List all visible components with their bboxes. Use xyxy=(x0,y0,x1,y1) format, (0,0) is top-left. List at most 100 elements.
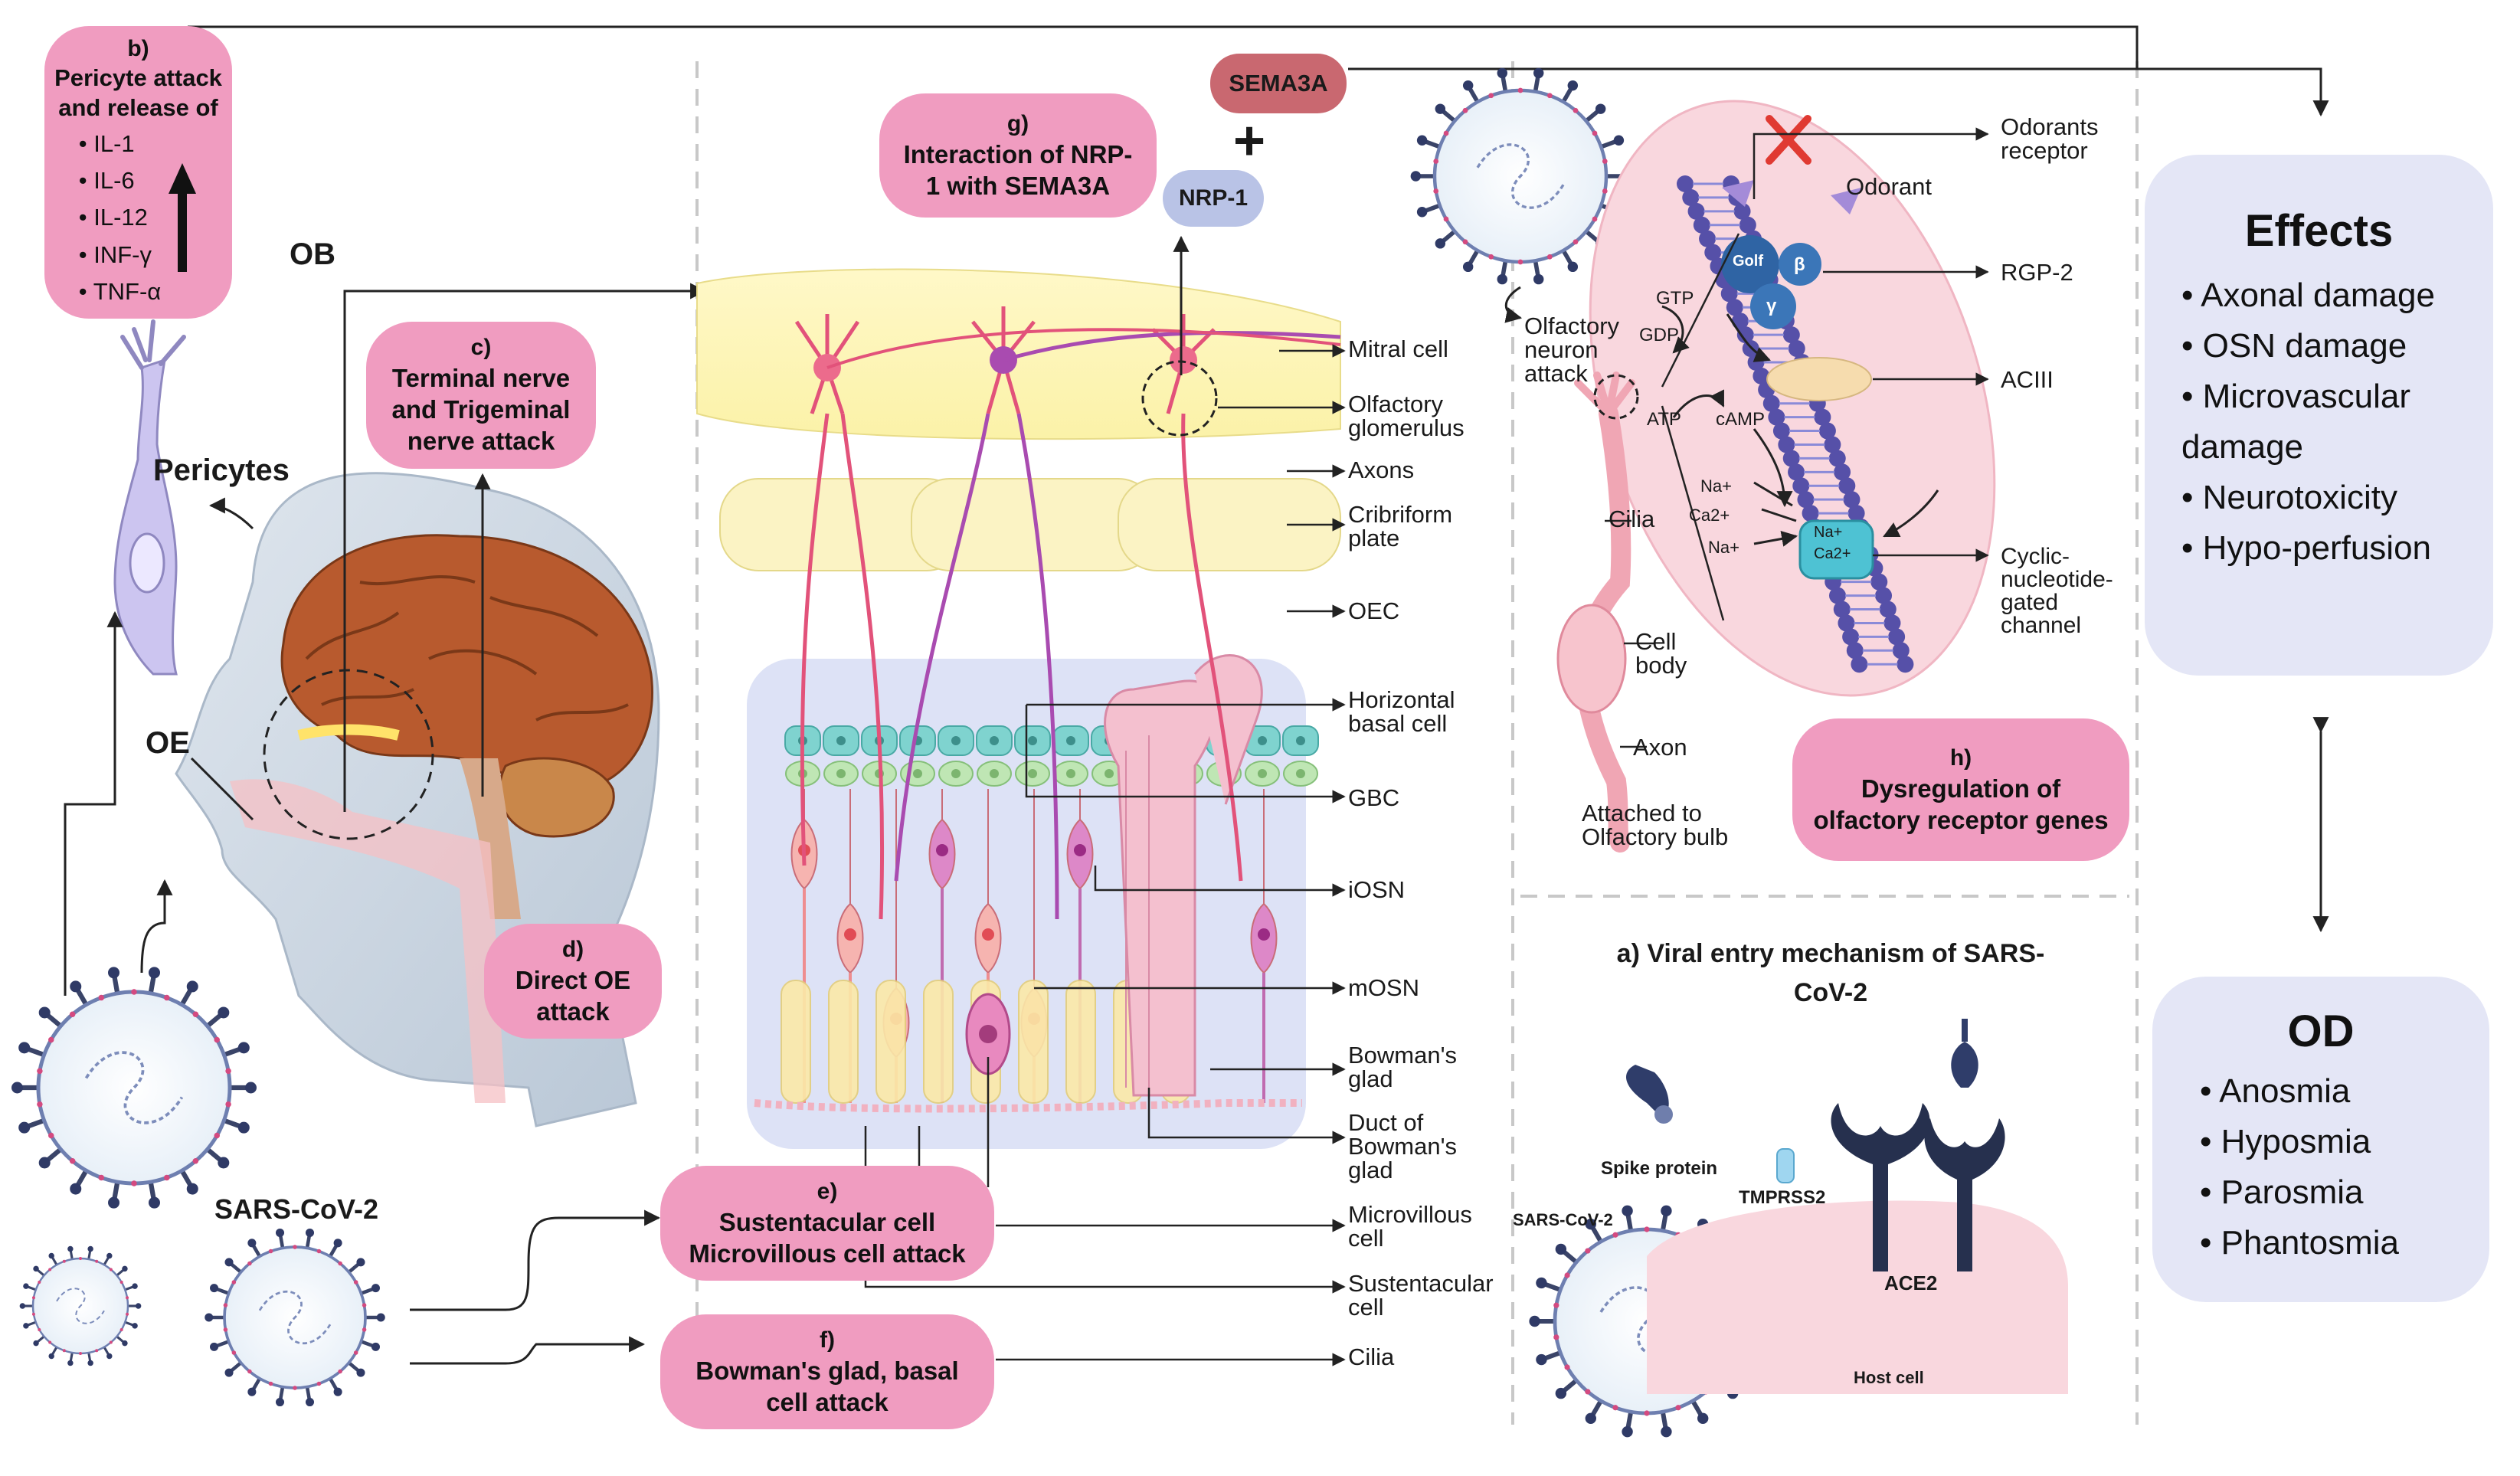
cytokine-infg: INF-γ xyxy=(79,237,161,273)
sars-cov-2-label: SARS-CoV-2 xyxy=(214,1193,379,1225)
up-arrow-icon xyxy=(169,163,197,273)
label-bowmans-gland: Bowman's glad xyxy=(1348,1042,1458,1092)
label-odorants-receptor: Odorants receptor xyxy=(2001,113,2099,164)
cytokine-il1: IL-1 xyxy=(79,126,161,162)
panel-e-sustentacular: e) Sustentacular cell Microvillous cell … xyxy=(660,1166,994,1281)
label-rgp2: RGP-2 xyxy=(2001,259,2073,286)
panel-h-code: h) xyxy=(1949,745,1972,771)
label-cilia-neuron: Cilia xyxy=(1609,506,1655,532)
pericytes-label: Pericytes xyxy=(153,453,290,487)
label-gamma: γ xyxy=(1766,296,1777,316)
effects-title: Effects xyxy=(2244,206,2394,256)
cytokine-il12: IL-12 xyxy=(79,199,161,236)
cytokine-il6: IL-6 xyxy=(79,162,161,199)
od-hyposmia: Hyposmia xyxy=(2200,1117,2489,1167)
label-microvillous-cell: Microvillous cell xyxy=(1348,1201,1472,1252)
arrow-virus-f xyxy=(410,1336,646,1365)
effect-neurotoxicity: Neurotoxicity xyxy=(2181,473,2493,523)
od-title: OD xyxy=(2287,1006,2355,1056)
virus-icon xyxy=(19,1245,142,1366)
label-sustentacular-cell: Sustentacular cell xyxy=(1348,1270,1494,1321)
cytokine-tnfa: TNF-α xyxy=(79,273,162,310)
label-na-2: Na+ xyxy=(1708,538,1739,557)
virus-group xyxy=(11,67,1765,1438)
label-na-channel: Na+ xyxy=(1814,524,1843,541)
virus-icon xyxy=(11,967,257,1209)
panel-c-code: c) xyxy=(470,335,492,361)
oe-label: OE xyxy=(146,726,190,760)
leader-lines xyxy=(864,344,1346,1366)
effect-microvascular-damage: Microvascular damage xyxy=(2181,371,2411,473)
label-attached-ob: Attached to Olfactory bulb xyxy=(1582,800,1729,850)
panel-g-code: g) xyxy=(1006,111,1029,136)
label-gbc: GBC xyxy=(1348,784,1400,811)
label-odorant: Odorant xyxy=(1846,173,1933,200)
od-list: Anosmia Hyposmia Parosmia Phantosmia xyxy=(2200,1066,2489,1268)
panel-f-text: Bowman's glad, basal cell attack xyxy=(695,1356,959,1416)
label-tmprss2: TMPRSS2 xyxy=(1739,1187,1826,1208)
label-cell-body: Cell body xyxy=(1635,628,1687,679)
effects-list: Axonal damage OSN damage Microvascular d… xyxy=(2181,270,2493,574)
panel-g-text: Interaction of NRP-1 with SEMA3A xyxy=(903,139,1133,200)
label-cribriform-plate: Cribriform plate xyxy=(1348,501,1453,551)
label-host-cell: Host cell xyxy=(1854,1368,1924,1387)
sema3a-badge: SEMA3A xyxy=(1210,54,1347,113)
label-axon: Axon xyxy=(1633,734,1687,761)
panel-h-dysregulation: h) Dysregulation of olfactory receptor g… xyxy=(1792,718,2129,861)
panel-a-title: a) Viral entry mechanism of SARS-CoV-2 xyxy=(1616,939,2045,1007)
panel-d-direct-oe: d) Direct OE attack xyxy=(484,924,662,1039)
label-cilia: Cilia xyxy=(1348,1343,1395,1370)
panel-g-nrp1: g) Interaction of NRP-1 with SEMA3A xyxy=(879,93,1157,218)
panel-h-text: Dysregulation of olfactory receptor gene… xyxy=(1813,774,2109,834)
pericyte-cell xyxy=(113,319,186,676)
nrp1-badge: NRP-1 xyxy=(1163,170,1264,227)
label-mitral-cell: Mitral cell xyxy=(1348,335,1448,362)
label-camp: cAMP xyxy=(1716,409,1766,430)
label-gtp: GTP xyxy=(1656,288,1694,309)
panel-f-code: f) xyxy=(820,1327,835,1353)
label-aciii: ACIII xyxy=(2001,366,2054,393)
label-duct-of-bowmans-gland: Duct of Bowman's glad xyxy=(1348,1109,1458,1183)
od-card: OD Anosmia Hyposmia Parosmia Phantosmia xyxy=(2152,977,2489,1302)
virus-icon xyxy=(1410,67,1631,285)
arrow-virus-oe xyxy=(140,879,173,974)
ob-label: OB xyxy=(290,237,335,271)
panel-d-code: d) xyxy=(561,937,584,962)
label-na-1: Na+ xyxy=(1700,476,1732,496)
label-olfactory-glomerulus: Olfactory glomerulus xyxy=(1348,391,1465,441)
panel-b-text: Pericyte attack and release of xyxy=(54,64,222,121)
od-anosmia: Anosmia xyxy=(2200,1066,2489,1117)
label-gdp: GDP xyxy=(1639,325,1680,345)
effect-osn-damage: OSN damage xyxy=(2181,321,2493,371)
label-ca-channel: Ca2+ xyxy=(1814,545,1851,562)
arrow-head-ob xyxy=(343,283,707,812)
od-parosmia: Parosmia xyxy=(2200,1167,2489,1218)
label-golf: Golf xyxy=(1733,253,1763,270)
label-mosn: mOSN xyxy=(1348,974,1419,1001)
arrow-virus-e xyxy=(410,1209,661,1311)
panel-f-bowman: f) Bowman's glad, basal cell attack xyxy=(660,1314,994,1429)
panel-e-code: e) xyxy=(817,1179,838,1204)
label-ace2: ACE2 xyxy=(1884,1271,1938,1294)
label-iosn: iOSN xyxy=(1348,876,1406,903)
arrow-virus-up xyxy=(64,610,123,996)
virus-icon xyxy=(205,1228,385,1407)
effect-hypo-perfusion: Hypo-perfusion xyxy=(2181,523,2493,574)
panel-d-text: Direct OE attack xyxy=(515,965,631,1026)
label-olfactory-neuron-attack: Olfactory neuron attack xyxy=(1524,313,1620,387)
cytokine-list: IL-1 IL-6 IL-12 INF-γ TNF-α xyxy=(79,126,198,309)
label-horizontal-basal-cell: Horizontal basal cell xyxy=(1348,686,1455,737)
label-axons: Axons xyxy=(1348,457,1415,483)
label-spike-protein: Spike protein xyxy=(1601,1158,1718,1179)
label-beta: β xyxy=(1794,254,1805,275)
effect-axonal-damage: Axonal damage xyxy=(2181,270,2493,321)
viral-entry-panel xyxy=(1626,1019,2068,1394)
panel-c-nerve-attack: c) Terminal nerve and Trigeminal nerve a… xyxy=(366,322,596,469)
label-cng-channel: Cyclic-nucleotide-gated channel xyxy=(2001,544,2113,638)
label-atp: ATP xyxy=(1647,409,1681,430)
od-phantosmia: Phantosmia xyxy=(2200,1218,2489,1268)
olfactory-anatomy xyxy=(696,235,1341,1149)
panel-e-text: Sustentacular cell Microvillous cell att… xyxy=(689,1207,966,1268)
